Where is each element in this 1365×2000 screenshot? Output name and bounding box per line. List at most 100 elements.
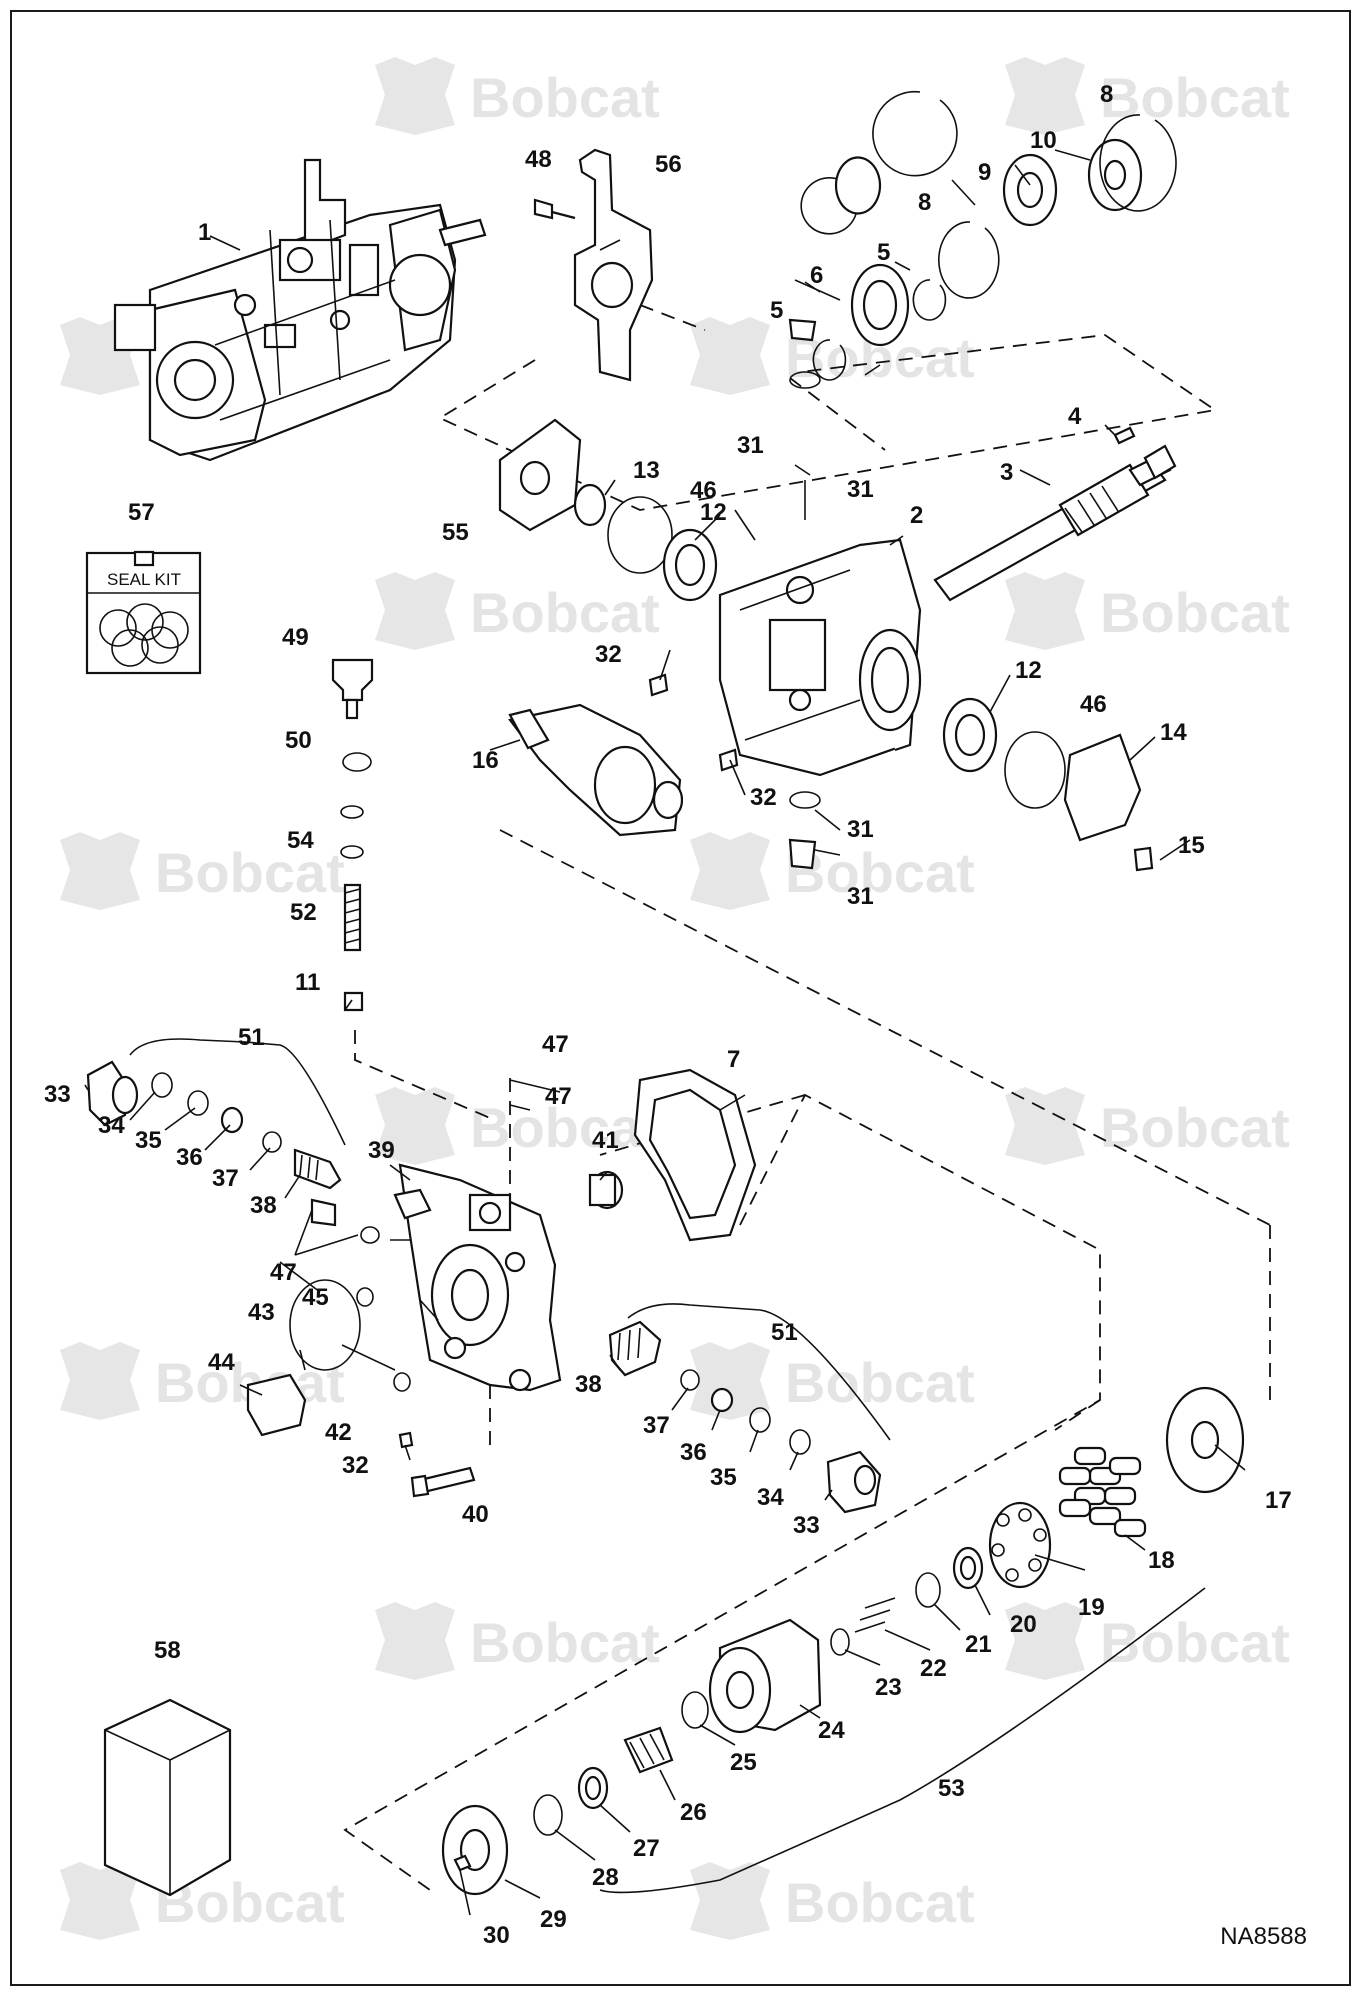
front-seals [498, 318, 1154, 872]
rotating-group [441, 1386, 1245, 1896]
callout-21: 21 [965, 1631, 992, 1658]
seal-kit-box: SEAL KIT [85, 550, 202, 675]
callout-32b: 32 [750, 784, 777, 811]
callout-26: 26 [680, 1799, 707, 1826]
callout-7: 7 [727, 1046, 740, 1073]
callout-5a: 5 [770, 297, 783, 324]
callout-58: 58 [154, 1637, 181, 1664]
callout-38b: 38 [575, 1371, 602, 1398]
callout-9: 9 [978, 159, 991, 186]
callout-42: 42 [325, 1419, 352, 1446]
assembly-dashed-lines [343, 304, 1271, 1891]
callout-47a: 47 [542, 1031, 569, 1058]
callout-35a: 35 [135, 1127, 162, 1154]
callout-47c: 47 [270, 1259, 297, 1286]
callout-11: 11 [295, 969, 320, 996]
watermark: Bobcat [690, 832, 975, 910]
input-shaft [933, 426, 1177, 602]
drawing-number: NA8588 [1220, 1923, 1307, 1950]
svg-text:Bobcat: Bobcat [470, 1096, 660, 1159]
svg-text:Bobcat: Bobcat [1100, 581, 1290, 644]
callout-6: 6 [810, 262, 823, 289]
callout-3: 3 [1000, 459, 1013, 486]
callout-12b: 12 [1015, 657, 1042, 684]
callout-24: 24 [818, 1717, 845, 1744]
watermark: Bobcat [1005, 572, 1290, 650]
seal-kit-label: SEAL KIT [107, 570, 181, 589]
callout-46a: 46 [690, 477, 717, 504]
check-valve-right [608, 1320, 882, 1514]
callout-53: 53 [938, 1775, 965, 1802]
callout-8b: 8 [1100, 81, 1113, 108]
callout-31c: 31 [847, 816, 874, 843]
mounting-bracket [533, 148, 654, 382]
callout-47b: 47 [545, 1083, 572, 1110]
svg-text:Bobcat: Bobcat [1100, 1611, 1290, 1674]
leader-lines [84, 149, 1246, 1916]
drawing-frame [10, 10, 1351, 1986]
watermark: Bobcat [375, 1602, 660, 1680]
callout-57: 57 [128, 499, 155, 526]
group-brackets [129, 1038, 1206, 1894]
callout-55: 55 [442, 519, 469, 546]
callout-17: 17 [1265, 1487, 1292, 1514]
callout-44: 44 [208, 1349, 235, 1376]
callout-40: 40 [462, 1501, 489, 1528]
swashplate [508, 703, 684, 837]
relief-valve-stack [331, 658, 374, 1012]
watermark: Bobcat [1005, 1602, 1290, 1680]
callout-32c: 32 [342, 1452, 369, 1479]
callout-31a: 31 [737, 432, 764, 459]
callout-51a: 51 [238, 1024, 265, 1051]
callout-25: 25 [730, 1749, 757, 1776]
callout-33b: 33 [793, 1512, 820, 1539]
callout-36b: 36 [680, 1439, 707, 1466]
svg-text:Bobcat: Bobcat [470, 581, 660, 644]
callout-43: 43 [248, 1299, 275, 1326]
svg-text:Bobcat: Bobcat [785, 841, 975, 904]
callout-39: 39 [368, 1137, 395, 1164]
svg-text:Bobcat: Bobcat [155, 841, 345, 904]
charge-pump-cover [588, 1068, 757, 1242]
callout-23: 23 [875, 1674, 902, 1701]
callout-29: 29 [540, 1906, 567, 1933]
callout-48: 48 [525, 146, 552, 173]
hydrostatic-pump-assembly [113, 158, 487, 462]
callout-14: 14 [1160, 719, 1187, 746]
callout-34a: 34 [98, 1112, 125, 1139]
shaft-hardware [800, 90, 1177, 381]
svg-text:Bobcat: Bobcat [470, 66, 660, 129]
pump-housing [718, 538, 922, 777]
callout-37a: 37 [212, 1165, 239, 1192]
callout-52: 52 [290, 899, 317, 926]
callout-8a: 8 [918, 189, 931, 216]
callout-20: 20 [1010, 1611, 1037, 1638]
callout-51b: 51 [771, 1319, 798, 1346]
callout-15: 15 [1178, 832, 1205, 859]
callout-50: 50 [285, 727, 312, 754]
callout-22: 22 [920, 1655, 947, 1682]
svg-text:Bobcat: Bobcat [785, 1351, 975, 1414]
callout-4: 4 [1068, 403, 1082, 430]
callout-34b: 34 [757, 1484, 784, 1511]
callout-33a: 33 [44, 1081, 71, 1108]
watermark: Bobcat [375, 1087, 660, 1165]
callout-36a: 36 [176, 1144, 203, 1171]
callout-28: 28 [592, 1864, 619, 1891]
callout-35b: 35 [710, 1464, 737, 1491]
callout-37b: 37 [643, 1412, 670, 1439]
svg-text:Bobcat: Bobcat [1100, 66, 1290, 129]
watermark: Bobcat [375, 572, 660, 650]
callout-1: 1 [198, 219, 211, 246]
callout-49: 49 [282, 624, 309, 651]
callout-2: 2 [910, 502, 923, 529]
callout-45: 45 [302, 1284, 329, 1311]
callout-41: 41 [592, 1127, 619, 1154]
callout-19: 19 [1078, 1594, 1105, 1621]
parts-box [103, 1698, 232, 1897]
callout-12a: 12 [700, 499, 727, 526]
callout-32a: 32 [595, 641, 622, 668]
check-valve-left [86, 1060, 476, 1498]
callout-54: 54 [287, 827, 314, 854]
callout-labels: 1 2 3 4 5 5 6 7 8 8 9 10 11 12 12 13 14 … [44, 81, 1292, 1949]
